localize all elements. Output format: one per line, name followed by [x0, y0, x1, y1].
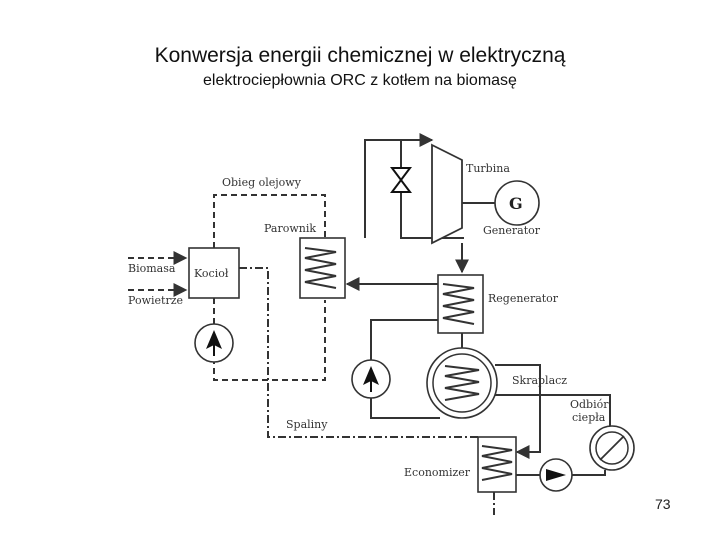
turbine: Turbina: [431, 143, 510, 245]
heat-receiver: Odbiór ciepła: [570, 398, 635, 471]
economizer-label: Economizer: [404, 466, 471, 479]
kociol-boiler: Kocioł: [188, 247, 240, 299]
obieg-label: Obieg olejowy: [222, 176, 302, 189]
slide-title: Konwersja energii chemicznej w elektrycz…: [154, 44, 566, 67]
generator-symbol: G: [509, 194, 523, 213]
regenerator-label: Regenerator: [488, 292, 559, 305]
flue-gas-line: Spaliny: [239, 267, 478, 438]
turbina-label: Turbina: [466, 162, 510, 175]
boiler-inputs: Biomasa Powietrze: [128, 251, 188, 307]
powietrze-label: Powietrze: [128, 294, 183, 307]
heat-pump: [539, 458, 573, 492]
economizer: Economizer: [404, 436, 517, 515]
odbior-label-1: Odbiór: [570, 398, 609, 411]
regenerator: Regenerator: [437, 274, 559, 334]
kociol-label: Kocioł: [194, 267, 229, 280]
orc-pump: [351, 359, 391, 399]
biomasa-label: Biomasa: [128, 262, 176, 275]
cooling-water-line: [495, 364, 541, 459]
orc-pump-loop: [370, 319, 440, 419]
spaliny-label: Spaliny: [286, 418, 328, 431]
generator: G Generator: [483, 180, 541, 237]
skraplacz-condenser: Skraplacz: [426, 347, 567, 419]
slide-subtitle: elektrociepłownia ORC z kotłem na biomas…: [203, 72, 517, 89]
page-number: 73: [655, 496, 671, 512]
oil-pump: [194, 323, 234, 363]
odbior-label-2: ciepła: [572, 411, 606, 424]
parownik-evaporator: Parownik: [264, 222, 346, 299]
bypass-valve: [390, 167, 412, 193]
parownik-label: Parownik: [264, 222, 316, 235]
heat-output-loop: [495, 394, 611, 476]
generator-label: Generator: [483, 224, 541, 237]
